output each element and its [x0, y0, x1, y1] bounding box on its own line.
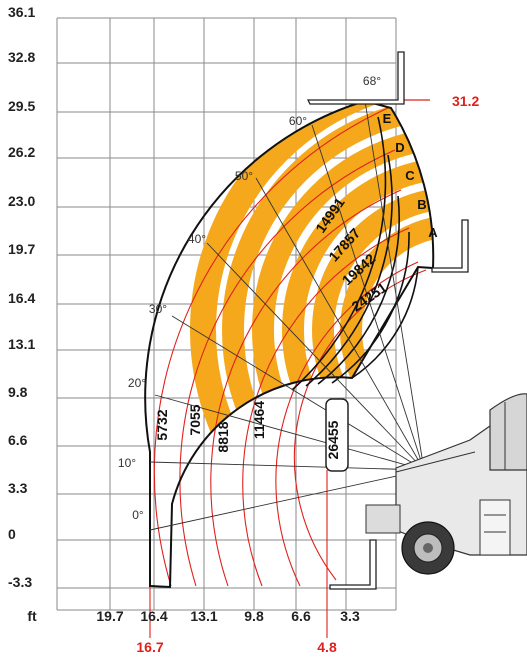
fork-top	[306, 51, 405, 105]
y-tick-label: 3.3	[8, 480, 28, 496]
extension-label: B	[417, 197, 426, 212]
y-tick-label: 26.2	[8, 144, 35, 160]
capacity-label: 26455	[325, 420, 341, 459]
zone-separator	[331, 231, 410, 384]
reach-at-max-height-label: 4.8	[317, 639, 337, 655]
y-tick-label: 13.1	[8, 336, 35, 352]
x-tick-label: 6.6	[291, 608, 311, 624]
load-band	[312, 187, 434, 473]
telehandler-illustration	[365, 393, 527, 575]
extension-label: A	[428, 225, 438, 240]
zone-separator	[351, 266, 419, 379]
load-zones	[190, 101, 434, 587]
angle-label: 20°	[128, 376, 146, 390]
x-tick-label: 13.1	[190, 608, 217, 624]
red-lines	[149, 99, 430, 638]
max-reach-label: 16.7	[136, 639, 163, 655]
y-tick-label: 19.7	[8, 241, 35, 257]
load-band	[190, 101, 434, 587]
angle-ray	[206, 242, 425, 471]
zone-separator	[291, 116, 387, 391]
extension-label: C	[405, 168, 415, 183]
band-group	[190, 101, 434, 587]
angle-label: 30°	[149, 302, 167, 316]
y-tick-label: 23.0	[8, 193, 35, 209]
zone-separator	[317, 195, 400, 385]
red-boundary	[293, 269, 427, 581]
angle-ray	[171, 315, 425, 471]
max-height-label: 31.2	[452, 93, 479, 109]
carriage	[365, 504, 401, 534]
y-tick-label: 0	[8, 526, 16, 542]
outline	[144, 99, 435, 589]
extension-label: E	[383, 111, 392, 126]
y-tick-label: 6.6	[8, 432, 28, 448]
angle-ray	[149, 461, 425, 471]
y-tick-label: 32.8	[8, 49, 35, 65]
load-band	[282, 157, 434, 503]
angle-label: 60°	[289, 114, 307, 128]
load-band	[340, 215, 434, 445]
angle-ray	[149, 469, 425, 531]
y-tick-label: -3.3	[8, 574, 32, 590]
angle-ray	[154, 394, 425, 471]
capacity-label: 8818	[215, 421, 231, 452]
angle-label: 50°	[235, 169, 253, 183]
angle-ray	[255, 177, 425, 471]
red-boundary	[179, 149, 396, 587]
capacity-label: 11464	[251, 401, 267, 439]
fork-mid	[431, 219, 469, 273]
angle-ray	[311, 124, 425, 471]
load-band	[252, 127, 434, 533]
capacity-box	[325, 398, 349, 472]
red-boundary	[275, 261, 419, 587]
angle-label: 68°	[363, 74, 381, 88]
angle-label: 0°	[132, 508, 144, 522]
extension-label: D	[395, 140, 404, 155]
y-tick-label: 36.1	[8, 4, 35, 20]
fork-bottom	[329, 539, 377, 590]
x-tick-label: 9.8	[244, 608, 264, 624]
red-boundary	[153, 107, 389, 587]
y-tick-label: 16.4	[8, 290, 35, 306]
zone-separator	[305, 154, 393, 387]
forks	[306, 51, 469, 590]
x-tick-label: 19.7	[96, 608, 123, 624]
angle-label: 10°	[118, 456, 136, 470]
red-boundary	[210, 189, 402, 587]
angle-label: 40°	[188, 232, 206, 246]
angle-ray	[364, 100, 425, 471]
y-tick-label: 29.5	[8, 98, 35, 114]
capacity-label: 7055	[187, 404, 203, 435]
capacity-label: 5732	[154, 409, 170, 440]
step	[479, 499, 511, 556]
load-band	[222, 101, 434, 563]
x-tick-label: 16.4	[140, 608, 167, 624]
x-unit-label: ft	[27, 608, 37, 624]
wheel-hub	[423, 543, 433, 553]
cab	[489, 393, 527, 471]
y-tick-label: 9.8	[8, 384, 28, 400]
boom-line	[395, 451, 476, 473]
x-tick-label: 3.3	[340, 608, 360, 624]
